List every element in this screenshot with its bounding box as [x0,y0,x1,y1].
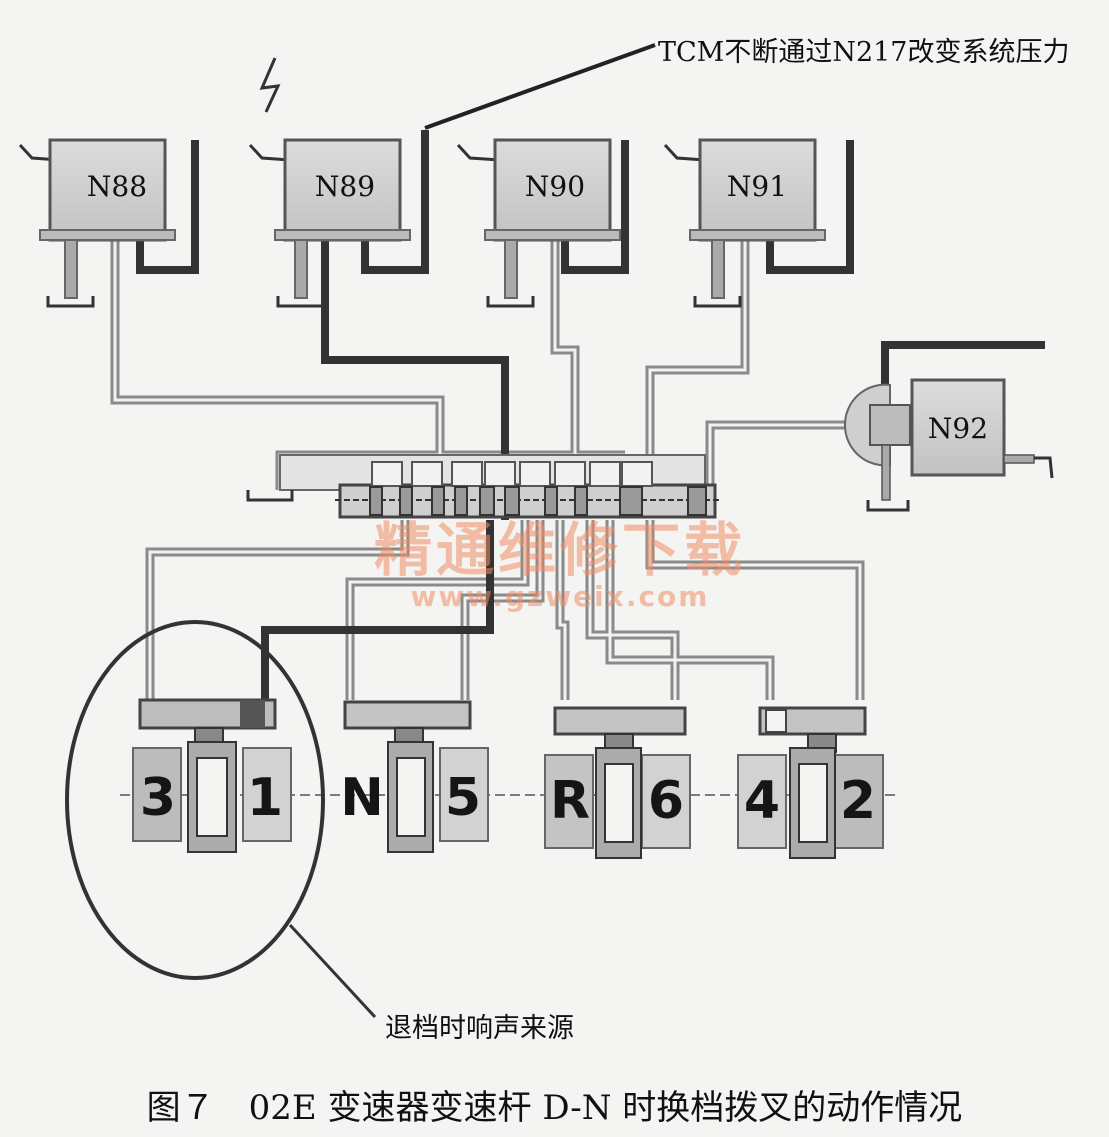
gear-label-6: 6 [648,771,684,831]
shift-fork-4-2 [758,706,867,753]
solenoid-n89-label: N89 [315,170,375,203]
gear-group-n-5: N 5 [340,741,489,853]
solenoid-n90-label: N90 [525,170,585,203]
shift-fork-5-n [343,700,472,747]
solenoid-n92: N92 [843,378,1054,512]
gear-label-1: 1 [247,768,283,828]
gear-group-4-2: 4 2 [737,747,884,859]
solenoid-n91: N91 [663,138,826,308]
gear-label-4: 4 [744,771,780,831]
solenoid-n88: N88 [18,138,176,308]
solenoid-n89: N89 [248,138,411,308]
gear-label-n: N [340,768,384,828]
solenoid-n88-label: N88 [87,170,147,203]
solenoid-n91-label: N91 [727,170,787,203]
valve-body [246,454,720,519]
noise-source-ellipse [65,620,325,980]
gear-group-3-1: 3 1 [132,741,292,853]
figure-caption: 图７ 02E 变速器变速杆 D-N 时换档拨叉的动作情况 [146,1088,963,1128]
gear-label-r: R [550,771,590,831]
shift-fork-1-3 [138,698,277,747]
solenoid-n90: N90 [456,138,621,308]
solenoid-n92-label: N92 [928,412,988,445]
lightning-icon [259,57,281,113]
gear-label-3: 3 [140,768,176,828]
annotation-leader-top [424,43,656,130]
annotation-system-pressure: TCM不断通过N217改变系统压力 [658,37,1070,68]
annotation-noise-source: 退档时响声来源 [385,1013,574,1044]
annotation-leader-bottom [288,923,377,1019]
gear-label-2: 2 [840,771,876,831]
gear-group-r-6: R 6 [544,747,691,859]
gear-label-5: 5 [445,768,481,828]
light-line-highlights [113,240,870,700]
shift-fork-r-6 [553,706,687,753]
